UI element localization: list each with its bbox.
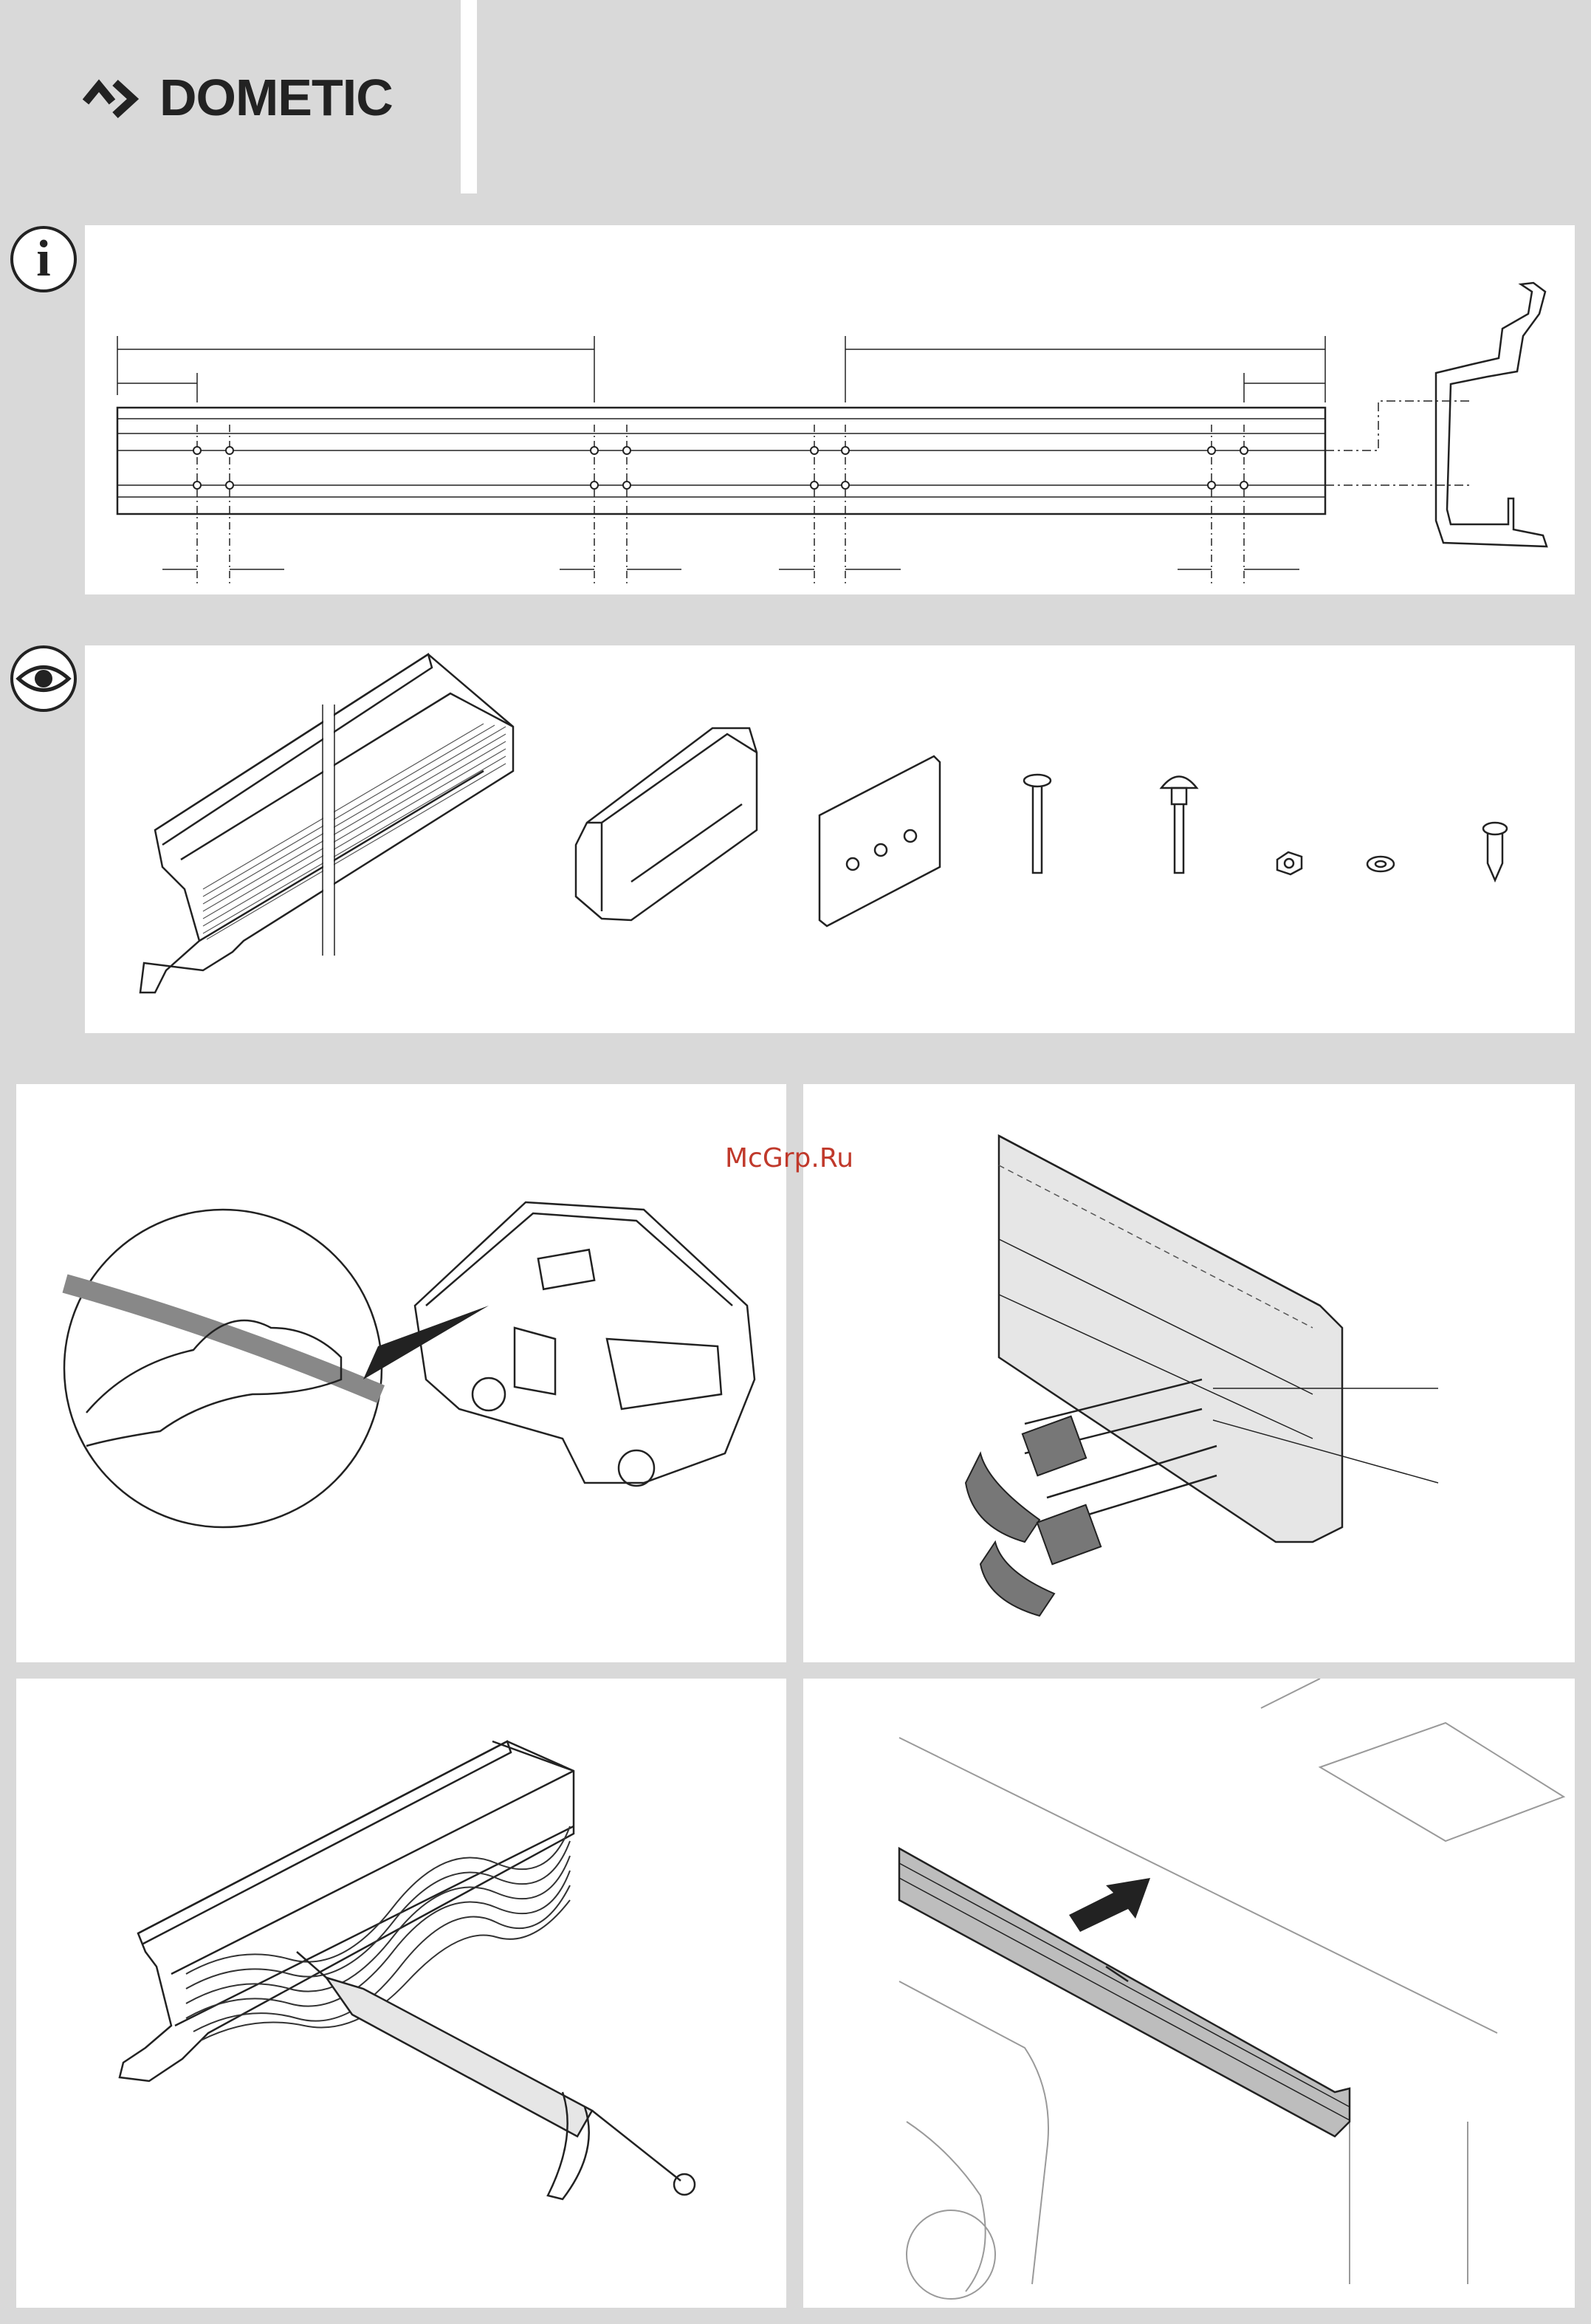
dometic-logo-mark-icon — [83, 75, 149, 120]
washer-part — [1367, 857, 1394, 871]
step-sealant-drawing — [16, 1679, 786, 2308]
brand-name: DOMETIC — [159, 68, 393, 127]
eye-icon — [10, 645, 77, 712]
step-mount-drawing — [803, 1679, 1575, 2308]
countersunk-screw-part — [1024, 775, 1051, 873]
dometic-logo: DOMETIC — [83, 68, 393, 127]
end-cap-part — [576, 728, 757, 920]
parts-overview-drawing — [85, 645, 1575, 1033]
self-tapping-screw-part — [1483, 823, 1507, 880]
step-drill-drawing — [803, 1084, 1575, 1662]
info-icon: i — [10, 226, 77, 292]
connector-plate-part — [819, 756, 940, 926]
header-divider — [461, 0, 477, 193]
carriage-bolt-part — [1161, 777, 1197, 874]
step-clean-drawing — [16, 1084, 786, 1662]
nut-part — [1277, 852, 1302, 874]
rail-dimension-drawing — [85, 225, 1575, 594]
watermark-text: McGrp.Ru — [725, 1143, 853, 1173]
